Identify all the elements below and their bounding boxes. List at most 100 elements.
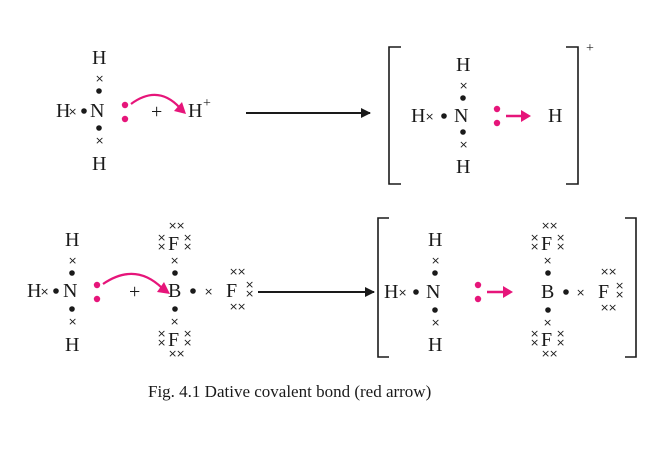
- lone-pair-electron: [474, 281, 482, 289]
- dot-electron: [81, 108, 87, 114]
- cross-electron: ×: [543, 254, 552, 267]
- atom-h: H: [65, 334, 79, 356]
- reaction-ammonium-reactants: H × H × N × H + H +: [56, 47, 211, 175]
- dot-electron: [460, 95, 466, 101]
- dative-arrowhead: [157, 282, 170, 294]
- atom-h: H: [65, 229, 79, 251]
- dot-electron: [53, 288, 59, 294]
- dot-electron: [545, 270, 551, 276]
- atom-h: H: [92, 153, 106, 175]
- cross-electron: ×: [543, 316, 552, 329]
- cross-electron: ×: [549, 219, 558, 232]
- plus-sign: +: [129, 281, 140, 303]
- cross-electron: ×: [168, 347, 177, 360]
- cross-electron: ×: [237, 265, 246, 278]
- cross-electron: ×: [170, 315, 179, 328]
- cross-electron: ×: [459, 138, 468, 151]
- cross-electron: ×: [425, 110, 434, 123]
- cross-electron: ×: [541, 219, 550, 232]
- atom-h: H: [411, 105, 425, 127]
- atom-n: N: [454, 105, 468, 127]
- dative-arrowhead: [521, 110, 531, 122]
- cross-electron: ×: [157, 240, 166, 253]
- cross-electron: ×: [541, 347, 550, 360]
- lone-pair-electron: [121, 115, 129, 123]
- charge-plus: +: [586, 41, 594, 56]
- cross-electron: ×: [530, 336, 539, 349]
- cross-electron: ×: [556, 327, 565, 340]
- cross-electron: ×: [183, 240, 192, 253]
- cross-electron: ×: [68, 105, 77, 118]
- cross-electron: ×: [68, 254, 77, 267]
- atom-h: H: [428, 334, 442, 356]
- cross-electron: ×: [95, 72, 104, 85]
- cross-electron: ×: [556, 336, 565, 349]
- atom-h: H: [188, 100, 202, 122]
- cross-electron: ×: [245, 287, 254, 300]
- cross-electron: ×: [168, 219, 177, 232]
- cross-electron: ×: [237, 300, 246, 313]
- cross-electron: ×: [615, 279, 624, 292]
- cross-electron: ×: [431, 316, 440, 329]
- cross-electron: ×: [556, 240, 565, 253]
- cross-electron: ×: [530, 231, 539, 244]
- dot-electron: [96, 125, 102, 131]
- figure-caption: Fig. 4.1 Dative covalent bond (red arrow…: [148, 382, 431, 401]
- dot-electron: [96, 88, 102, 94]
- cross-electron: ×: [176, 347, 185, 360]
- lone-pair-electron: [493, 119, 501, 127]
- atom-h: H: [92, 47, 106, 69]
- dot-electron: [441, 113, 447, 119]
- dot-electron: [563, 289, 569, 295]
- lone-pair-electron: [93, 295, 101, 303]
- dot-electron: [413, 289, 419, 295]
- cross-electron: ×: [204, 285, 213, 298]
- atom-f: F: [168, 329, 179, 351]
- lone-pair-electron: [493, 105, 501, 113]
- atom-f: F: [226, 280, 237, 302]
- cross-electron: ×: [608, 301, 617, 314]
- cross-electron: ×: [398, 286, 407, 299]
- atom-h: H: [56, 100, 70, 122]
- atom-h: H: [456, 54, 470, 76]
- atom-h: H: [548, 105, 562, 127]
- product-adduct: H × H × N × H × × × × F × × × B × × × F …: [377, 217, 637, 360]
- atom-n: N: [63, 280, 77, 302]
- cross-electron: ×: [556, 231, 565, 244]
- dative-arrowhead: [503, 286, 513, 298]
- bracket-left: [388, 46, 401, 185]
- lone-pair-electron: [474, 295, 482, 303]
- cross-electron: ×: [530, 327, 539, 340]
- atom-b: B: [541, 281, 554, 303]
- dative-arrow: [130, 93, 181, 109]
- dot-electron: [545, 307, 551, 313]
- plus-sign: +: [151, 101, 162, 123]
- dot-electron: [69, 270, 75, 276]
- atom-h: H: [456, 156, 470, 178]
- atom-h: H: [428, 229, 442, 251]
- atom-f: F: [541, 329, 552, 351]
- lone-pair-electron: [93, 281, 101, 289]
- bracket-right: [625, 217, 637, 358]
- cross-electron: ×: [229, 265, 238, 278]
- cross-electron: ×: [183, 336, 192, 349]
- cross-electron: ×: [576, 286, 585, 299]
- cross-electron: ×: [431, 254, 440, 267]
- reaction-adduct-reactants: H × H × N × H + × × × × F × × × B × × × …: [27, 219, 254, 360]
- atom-n: N: [90, 100, 104, 122]
- atom-f: F: [541, 233, 552, 255]
- cross-electron: ×: [95, 134, 104, 147]
- cross-electron: ×: [530, 240, 539, 253]
- cross-electron: ×: [40, 285, 49, 298]
- dot-electron: [432, 270, 438, 276]
- dot-electron: [172, 270, 178, 276]
- lone-pair-electron: [121, 101, 129, 109]
- cross-electron: ×: [600, 265, 609, 278]
- atom-f: F: [598, 281, 609, 303]
- cross-electron: ×: [68, 315, 77, 328]
- cross-electron: ×: [157, 327, 166, 340]
- atom-h: H: [27, 280, 41, 302]
- dot-electron: [190, 288, 196, 294]
- atom-b: B: [168, 280, 181, 302]
